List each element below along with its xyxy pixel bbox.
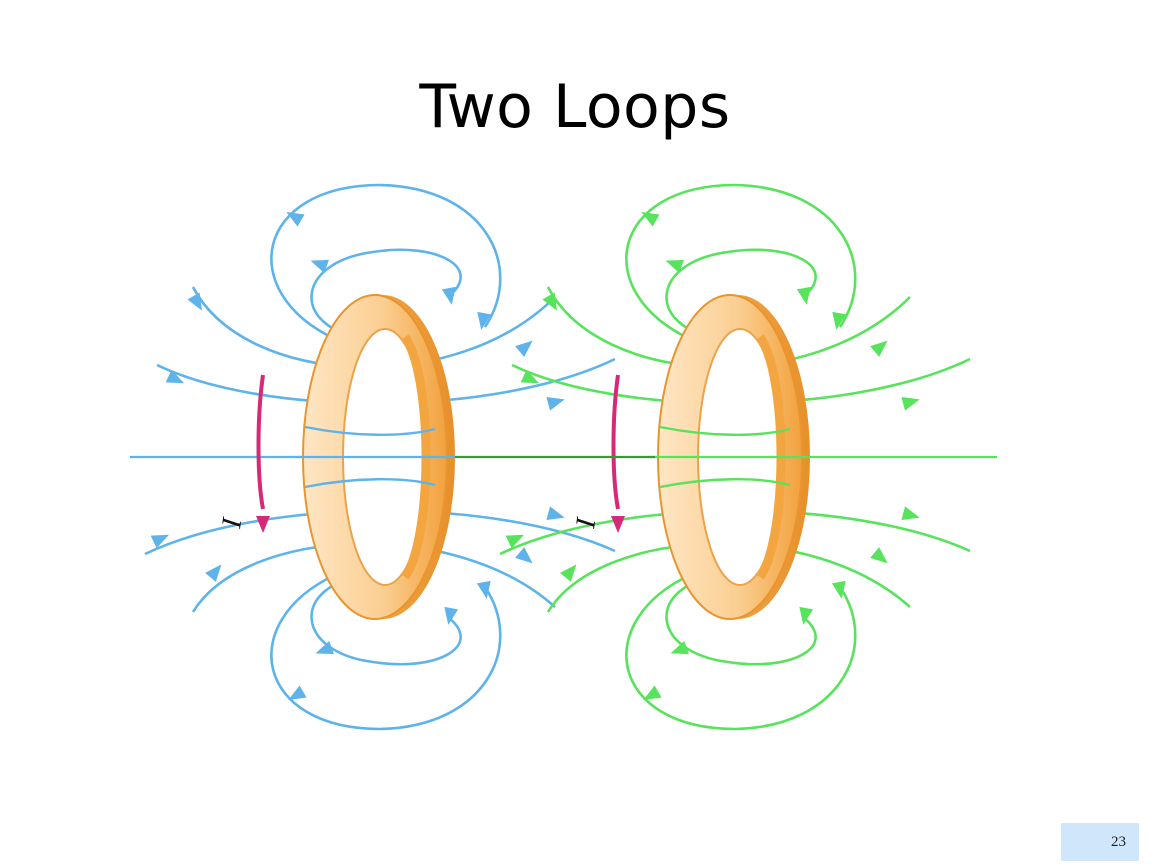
field-line-upper-2-arrow (520, 369, 540, 384)
field-line-lower-1-right-arrow (515, 547, 533, 564)
field-line-lower-1-arrow (560, 564, 577, 582)
left-loop: I (130, 183, 616, 731)
field-line-lower-2-arrow (505, 534, 525, 549)
field-line-top-inner (310, 248, 462, 341)
field-line-upper-2-arrow (165, 369, 185, 384)
field-line-upper-1-arrow (187, 292, 202, 311)
field-line-upper-1-right-arrow (870, 340, 888, 357)
field-line-through-upper (304, 425, 436, 436)
field-line-upper-2-right-arrow (901, 397, 920, 411)
current-arrow-head (256, 516, 270, 533)
field-line-upper-2-right-arrow (546, 397, 565, 411)
field-line-lower-2-arrow (150, 534, 170, 549)
right-loop: I (499, 183, 997, 731)
field-line-top-outer (270, 183, 502, 341)
field-line-top-outer-arrow (286, 212, 305, 227)
field-line-bottom-outer-arrow (288, 685, 307, 700)
field-line-bottom-inner-right-arrow (444, 606, 459, 625)
field-line-bottom-inner-arrow (670, 641, 689, 655)
field-line-bottom-outer-right-arrow (476, 580, 491, 599)
field-line-top-inner (665, 248, 817, 341)
field-line-bottom-outer (270, 573, 502, 731)
field-line-lower-1-arrow (205, 564, 222, 582)
field-line-through-lower (304, 478, 436, 489)
field-line-bottom-inner (310, 573, 462, 666)
current-arrow (611, 374, 620, 510)
field-line-lower-2-right-arrow (901, 506, 920, 520)
field-line-top-outer-arrow (641, 212, 660, 227)
field-line-upper-1-right-arrow (515, 340, 533, 357)
field-line-through-lower (659, 478, 791, 489)
field-line-bottom-outer-arrow (643, 685, 662, 700)
field-line-bottom-outer-right-arrow (831, 580, 846, 599)
field-line-top-outer (625, 183, 857, 341)
field-line-top-outer-right-arrow (477, 311, 492, 330)
field-line-top-inner-arrow (310, 259, 329, 273)
field-line-lower-1-right-arrow (870, 547, 888, 564)
field-line-through-upper (659, 425, 791, 436)
field-line-bottom-inner (665, 573, 817, 666)
field-line-top-inner-right-arrow (441, 286, 456, 305)
page-number: 23 (1061, 823, 1139, 861)
field-line-top-inner-arrow (665, 259, 684, 273)
field-line-bottom-inner-right-arrow (799, 606, 814, 625)
field-line-top-outer-right-arrow (832, 311, 847, 330)
field-line-bottom-outer (625, 573, 857, 731)
field-line-lower-2-right-arrow (546, 506, 565, 520)
field-line-upper-1-arrow (542, 292, 557, 311)
field-line-bottom-inner-arrow (315, 641, 334, 655)
current-arrow-head (611, 516, 625, 533)
field-line-top-inner-right-arrow (796, 286, 811, 305)
slide-title: Two Loops (419, 72, 731, 142)
current-arrow (256, 374, 265, 510)
